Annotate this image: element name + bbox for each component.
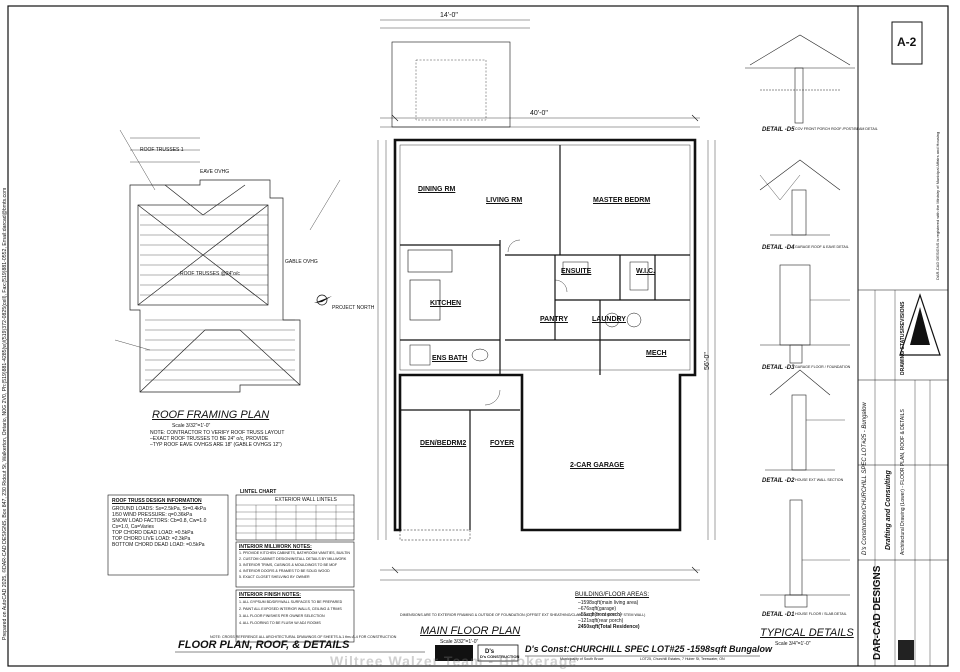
designer-registration-text: DAR-CAD DESIGNS is registered with the M… [935,131,940,280]
project-vertical-title: D's Construction/CHURCHILL SPEC LOT#25 -… [862,402,868,555]
details-title: TYPICAL DETAILS [760,627,854,639]
roof-label-trusses: ROOF TRUSSES 1 [140,147,184,153]
builder-name: D's CONSTRUCTION [480,654,520,659]
truss-note-3: SNOW LOAD FACTORS: Cb=0.8, Cw=1.0 [112,518,207,524]
svg-text:D's: D's [485,649,495,655]
finish-note-3: 3. ALL FLOOR FINISHES PER OWNER SELECTIO… [239,614,325,618]
room-pantry: PANTRY [540,316,568,323]
room-kitchen: KITCHEN [430,300,462,307]
millwork-note-4: 4. INTERIOR DOORS & FRAMES TO BE SOLID W… [239,569,330,573]
area-total: 2450sqft(Total Residence) [578,624,640,630]
detail-d4-label: DETAIL -D4 [762,245,795,251]
watermark: Wiltree Walzer Team - Brokerage [330,653,578,669]
bottom-banner-title: D's Const:CHURCHILL SPEC LOT#25 -1598sqf… [525,644,773,654]
lintel-heading: LINTEL CHART [240,489,277,495]
left-margin-copyright: Prepared on AutoCAD 2025, ©DAR-CAD DESIG… [2,187,8,640]
bottom-left-title: FLOOR PLAN, ROOF, & DETAILS [178,639,350,651]
builder-logo-icon: D's [435,644,519,662]
bottom-left-note: NOTE: CROSS REFERENCE ALL ARCHITECTURAL … [210,635,397,639]
detail-d3-caption: GARAGE FLOOR / FOUNDATION [795,365,851,369]
roof-framing-plan-drawing [114,129,341,393]
sheet-border [7,5,949,667]
truss-note-5: TOP CHORD DEAD LOAD: =0.5kPa [112,530,194,536]
roof-label-gable: GABLE OVHG [285,259,318,265]
roof-label-oc: ROOF TRUSSES @24"o/c [180,271,240,277]
detail-d1-label: DETAIL -D1 [762,612,795,618]
details-scale: Scale 3/4"=1'-0" [775,641,811,647]
title-block-frame [857,6,948,666]
room-wic: W.I.C. [636,268,656,275]
top-width-dim: 14'-0" [440,12,458,19]
room-mech: MECH [646,350,667,357]
room-living: LIVING RM [486,197,523,204]
bottom-banner-municipality: Municipality of South Bruce [560,657,604,661]
main-plan-title: MAIN FLOOR PLAN [420,625,521,637]
project-north-label: PROJECT NORTH [332,305,375,311]
room-ens-bath: ENS BATH [432,355,468,362]
millwork-heading: INTERIOR MILLWORK NOTES: [239,544,312,550]
firm-subtitle: Drafting and Consulting [885,470,892,550]
roof-label-eave: EAVE OVHG [200,169,230,175]
millwork-note-2: 2. CUSTOM CABINET DESIGN/INSTALL DETAILS… [239,557,347,561]
overall-depth-dim: 56'-0" [704,352,711,370]
area-main: –1598sqft(main living area) [578,600,639,606]
room-den-bedroom2: DEN/BEDRM2 [420,440,467,447]
revisions-heading: DRAWING STATUS/REVISIONS [900,301,906,375]
room-master-bedroom: MASTER BEDRM [593,197,651,204]
truss-notes-box [107,494,229,576]
truss-note-7: BOTTOM CHORD DEAD LOAD: =0.5kPa [112,542,205,548]
firm-name: DAR-CAD DESIGNS [872,565,883,660]
millwork-note-3: 3. INTERIOR TRIMS, CASINGS & MOULDINGS T… [239,563,338,567]
area-garage: –676sqft(garage) [578,606,617,612]
finish-note-4: 4. ALL FLOORING TO BE FLUSH W/ ADJ ROOMS [239,621,321,625]
detail-d5-caption: COV FRONT PORCH ROOF /POST/BEAM DETAIL [795,127,878,131]
roof-note-3: –TYP ROOF EAVE OVHGS ARE 18" (GABLE OVHG… [150,442,282,448]
detail-d5-label: DETAIL -D5 [762,127,795,133]
sheet-number: A-2 [897,35,917,49]
room-garage: 2-CAR GARAGE [570,462,625,469]
room-ensuite: ENSUITE [561,268,592,275]
truss-note-2: 1/50 WIND PRESSURE: q=0.36kPa [112,512,193,518]
bottom-banner-address: LOT25, Churchill Estates, 7 Huber St, Te… [640,657,725,661]
lintel-chart-box [235,494,355,541]
finish-heading: INTERIOR FINISH NOTES: [239,592,301,598]
truss-note-1: GROUND LOADS: Ss=2.5kPa, Sr=0.4kPa [112,506,206,512]
areas-heading: BUILDING/FLOOR AREAS: [575,592,650,598]
truss-note-4: Cs=1.0, Ca=Varies [112,524,154,530]
area-rear-porch: –121sqft(rear porch) [578,618,624,624]
millwork-notes-box [235,541,355,588]
roof-plan-title: ROOF FRAMING PLAN [152,409,270,421]
millwork-note-5: 5. EXACT CLOSET SHELVING BY OWNER [239,575,310,579]
builder-stamp-icon [898,640,914,660]
area-front-porch: –55sqft(front porch) [578,612,622,618]
truss-note-6: TOP CHORD LIVE LOAD: =2.3kPa [112,536,191,542]
millwork-note-1: 1. PROVIDE KITCHEN CABINETS, BATHROOM VA… [239,551,351,555]
roof-note-2: –EXACT ROOF TRUSSES TO BE 24" o/c, PROVI… [150,436,269,442]
firm-logo-icon [899,293,941,356]
dimension-note: DIMENSIONS ARE TO EXTERIOR FRAMING & OUT… [400,613,646,617]
room-laundry: LAUNDRY [592,316,626,323]
detail-d3-label: DETAIL -D3 [762,365,795,371]
project-north-arrow-icon [314,294,332,306]
lintel-subheading: EXTERIOR WALL LINTELS [275,497,337,503]
finish-note-2: 2. PAINT ALL EXPOSED INTERIOR WALLS, CEI… [239,607,342,611]
detail-d4-caption: GARAGE ROOF & EAVE DETAIL [795,245,849,249]
detail-d2-label: DETAIL -D2 [762,478,795,484]
room-foyer: FOYER [490,440,515,447]
main-plan-scale: Scale 3/32"=1'-0" [440,639,479,645]
detail-d2-caption: HOUSE EXT WALL SECTION [795,478,844,482]
room-dining: DINING RM [418,186,456,193]
truss-notes-heading: ROOF TRUSS DESIGN INFORMATION [112,498,202,504]
roof-note-1: NOTE: CONTRACTOR TO VERIFY ROOF TRUSS LA… [150,430,285,436]
detail-d1-caption: HOUSE FLOOR / SLAB DETAIL [795,612,847,616]
finish-note-1: 1. ALL GYPSUM BD/DRYWALL SURFACES TO BE … [239,600,343,604]
typical-details-drawings [745,34,855,608]
drawing-vertical-title: Architectural Drawing (Lower) - FLOOR PL… [900,409,906,555]
main-floor-plan-drawing [377,19,716,581]
finish-notes-box [235,589,355,643]
overall-width-dim: 40'-0" [530,110,548,117]
roof-plan-scale: Scale 3/32"=1'-0" [172,423,211,429]
